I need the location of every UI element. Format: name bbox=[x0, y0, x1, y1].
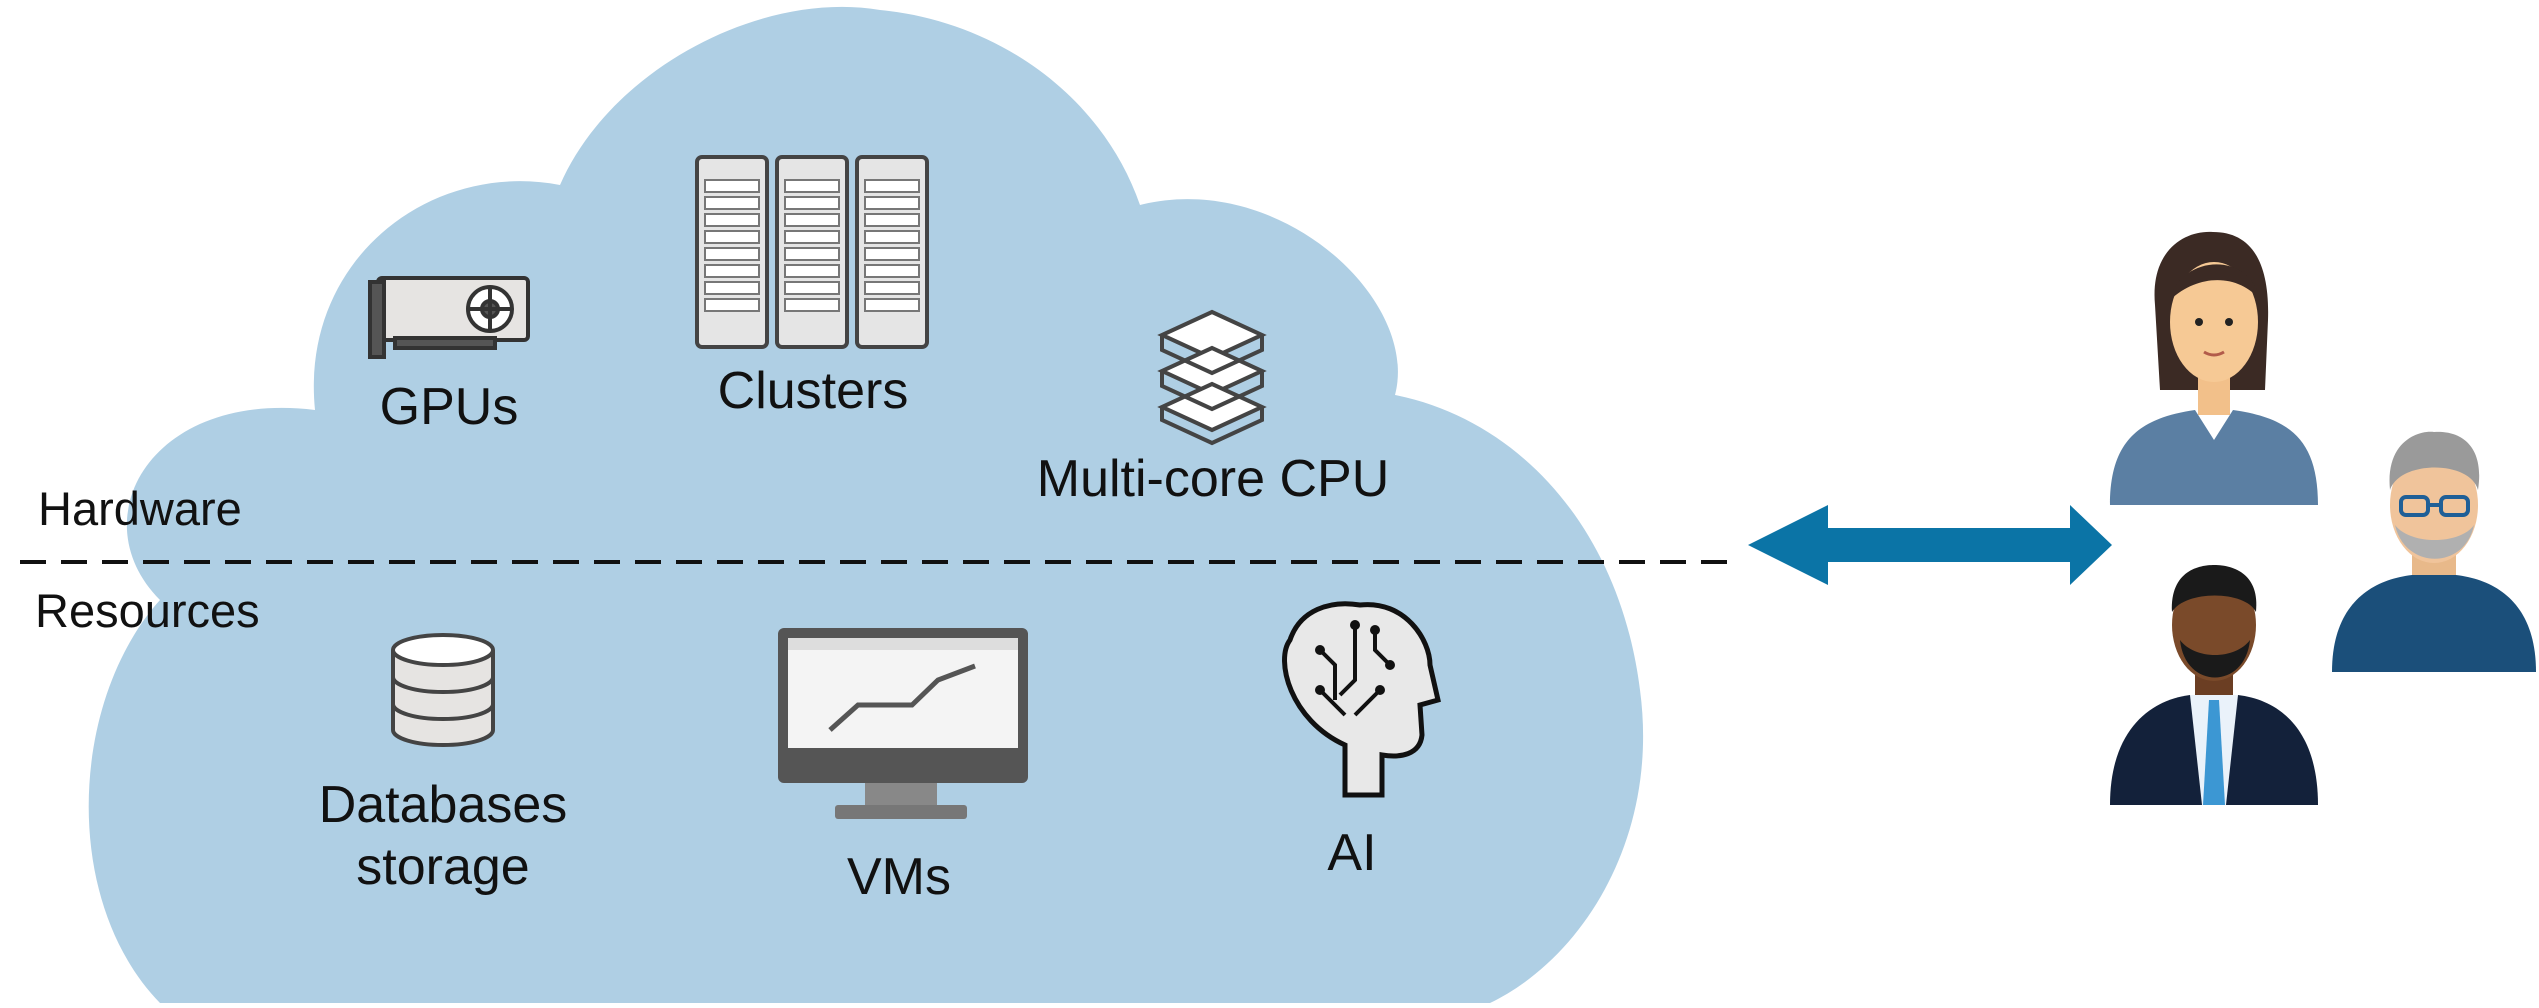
woman-avatar bbox=[2110, 231, 2318, 505]
database-icon bbox=[391, 633, 495, 747]
businessman-avatar bbox=[2110, 565, 2318, 805]
server-rack-icon bbox=[695, 155, 929, 349]
clusters-label: Clusters bbox=[717, 362, 909, 420]
cloud-shape bbox=[88, 6, 1644, 1003]
older-man-avatar bbox=[2332, 431, 2536, 672]
ai-head-icon bbox=[1282, 601, 1441, 798]
databases-label-line1: Databases bbox=[318, 776, 568, 834]
gpus-label: GPUs bbox=[379, 378, 519, 436]
double-arrow bbox=[1748, 505, 2112, 585]
resources-label: Resources bbox=[35, 584, 260, 637]
cpu-icon bbox=[1157, 309, 1267, 446]
gpu-icon bbox=[368, 276, 530, 359]
hardware-label: Hardware bbox=[38, 482, 242, 535]
vms-label: VMs bbox=[847, 848, 951, 906]
databases-label-line2: storage bbox=[356, 838, 530, 896]
ai-label: AI bbox=[1327, 824, 1377, 882]
monitor-icon bbox=[778, 628, 1028, 819]
cpu-label: Multi-core CPU bbox=[1036, 450, 1390, 508]
